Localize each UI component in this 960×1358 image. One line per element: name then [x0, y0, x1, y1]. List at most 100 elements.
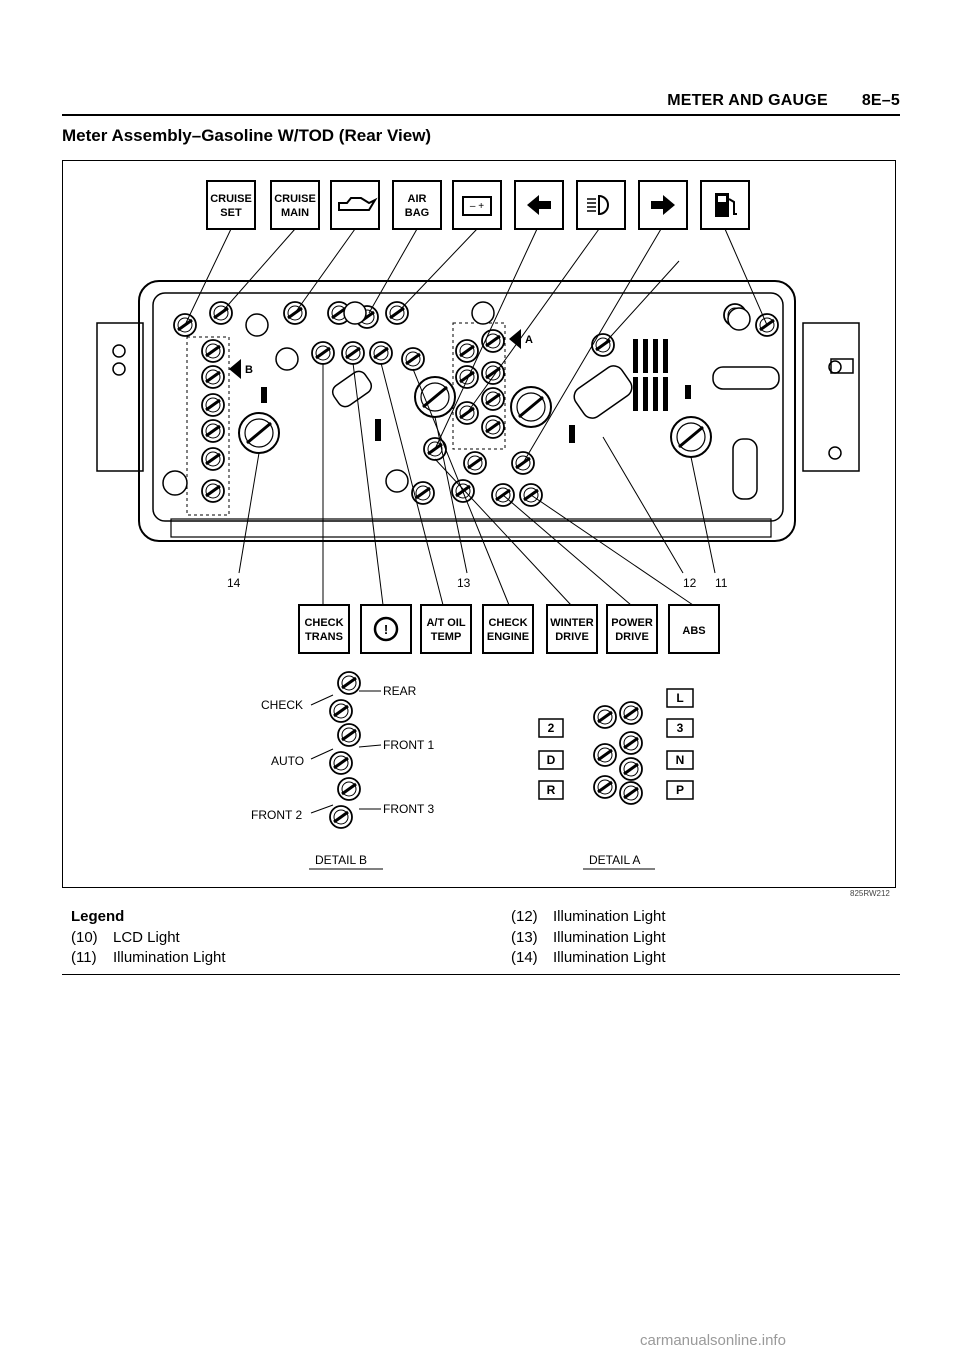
right-arrow-icon	[651, 195, 675, 215]
left-bracket	[96, 322, 144, 472]
section-title: METER AND GAUGE	[667, 92, 828, 109]
bulb-socket	[337, 723, 361, 747]
indicator-label: CRUISE	[210, 193, 252, 205]
callout-13: 13	[457, 576, 471, 590]
lamp-holder	[510, 386, 552, 428]
gear-indicator-box	[538, 718, 564, 738]
bulb-socket	[329, 751, 353, 775]
gear-indicator-box	[666, 718, 694, 738]
indicator-label: CHECK	[488, 617, 527, 629]
bulb-socket	[619, 757, 643, 781]
leader-line	[380, 362, 444, 606]
bulb-socket	[481, 387, 505, 411]
leader-line	[434, 228, 538, 450]
bulb-socket	[329, 805, 353, 829]
detail-b-caption: DETAIL B	[315, 853, 367, 867]
lamp-holder	[414, 376, 456, 418]
battery-icon	[462, 196, 492, 216]
page-header: METER AND GAUGE 8E–5	[0, 92, 900, 110]
indicator-label: SET	[220, 207, 242, 219]
bulb-socket	[455, 339, 479, 363]
bulb-socket	[593, 775, 617, 799]
plain-socket	[275, 347, 299, 371]
bulb-socket	[327, 301, 351, 325]
plain-socket	[727, 307, 751, 331]
detail-leader	[358, 744, 382, 748]
leader-line	[294, 228, 356, 314]
detail-b-label: FRONT 3	[383, 802, 434, 816]
watermark: carmanualsonline.info	[640, 1332, 786, 1349]
indicator-label: AIR	[408, 193, 427, 205]
leader-line	[220, 228, 296, 314]
indicator-label: TRANS	[305, 631, 343, 643]
plain-socket	[343, 301, 367, 325]
legend-item: (11)Illumination Light	[71, 949, 226, 966]
arrow-mark-a	[509, 329, 521, 349]
page-number: 8E–5	[861, 92, 900, 109]
mark-b: B	[245, 364, 253, 376]
detail-b-label: FRONT 2	[251, 808, 302, 822]
gear-label: 3	[677, 721, 684, 735]
bulb-socket	[619, 701, 643, 725]
bulb-socket	[619, 731, 643, 755]
bulb-socket	[619, 781, 643, 805]
detail-b-label: REAR	[383, 684, 417, 698]
leader-line	[466, 228, 600, 414]
bulb-socket	[411, 481, 435, 505]
gear-label: 2	[548, 721, 555, 735]
indicator-battery-icon: – +	[452, 180, 502, 230]
indicator-brake-warning-icon: !	[360, 604, 412, 654]
figure-frame	[62, 160, 896, 888]
meter-housing	[138, 280, 796, 542]
indicator-label: POWER	[611, 617, 653, 629]
leader-line	[602, 260, 680, 346]
indicator-label: DRIVE	[615, 631, 649, 643]
leader-line	[184, 228, 232, 326]
legend-item: (13)Illumination Light	[511, 928, 666, 946]
indicator-label: DRIVE	[555, 631, 589, 643]
bulb-socket	[341, 341, 365, 365]
legend-item: (12)Illumination Light	[511, 908, 666, 925]
legend-item: (14)Illumination Light	[511, 949, 666, 966]
indicator-a-t-oil-temp: A/T OIL TEMP	[420, 604, 472, 654]
bulb-socket	[201, 479, 225, 503]
bulb-socket	[201, 339, 225, 363]
right-bracket	[802, 322, 860, 472]
meter-base-rail	[170, 518, 772, 538]
bulb-socket	[481, 415, 505, 439]
indicator-label: ABS	[682, 625, 705, 637]
callout-11: 11	[715, 576, 728, 590]
mark-a: A	[525, 334, 533, 346]
callout-12: 12	[683, 576, 697, 590]
socket-group	[173, 301, 779, 507]
bulb-socket	[455, 365, 479, 389]
indicator-oil-can-icon	[330, 180, 380, 230]
plain-socket	[385, 469, 409, 493]
bulb-socket	[201, 419, 225, 443]
leader-line	[690, 456, 716, 574]
gear-indicator-box	[666, 688, 694, 708]
detail-leader	[310, 748, 334, 760]
gear-indicator-box	[666, 780, 694, 800]
gear-label: N	[676, 753, 685, 767]
legend-heading: Legend	[71, 908, 125, 925]
headlight-icon	[598, 194, 609, 216]
callout-14: 14	[227, 576, 241, 590]
indicator-label: TEMP	[431, 631, 462, 643]
indicator-label: A/T OIL	[426, 617, 465, 629]
indicator-headlight-icon	[576, 180, 626, 230]
indicator-abs: ABS	[668, 604, 720, 654]
bulb-socket	[401, 347, 425, 371]
detail-leader	[310, 694, 334, 706]
leader-line	[352, 362, 384, 606]
indicator-right-arrow-icon	[638, 180, 688, 230]
gear-indicator-box	[666, 750, 694, 770]
legend-item: (10)LCD Light	[71, 928, 180, 946]
lamp-holder	[670, 416, 712, 458]
indicator-label: BAG	[405, 207, 429, 219]
leader-line	[530, 494, 694, 606]
bulb-socket	[329, 699, 353, 723]
indicator-label: WINTER	[550, 617, 593, 629]
lamp-holder	[238, 412, 280, 454]
